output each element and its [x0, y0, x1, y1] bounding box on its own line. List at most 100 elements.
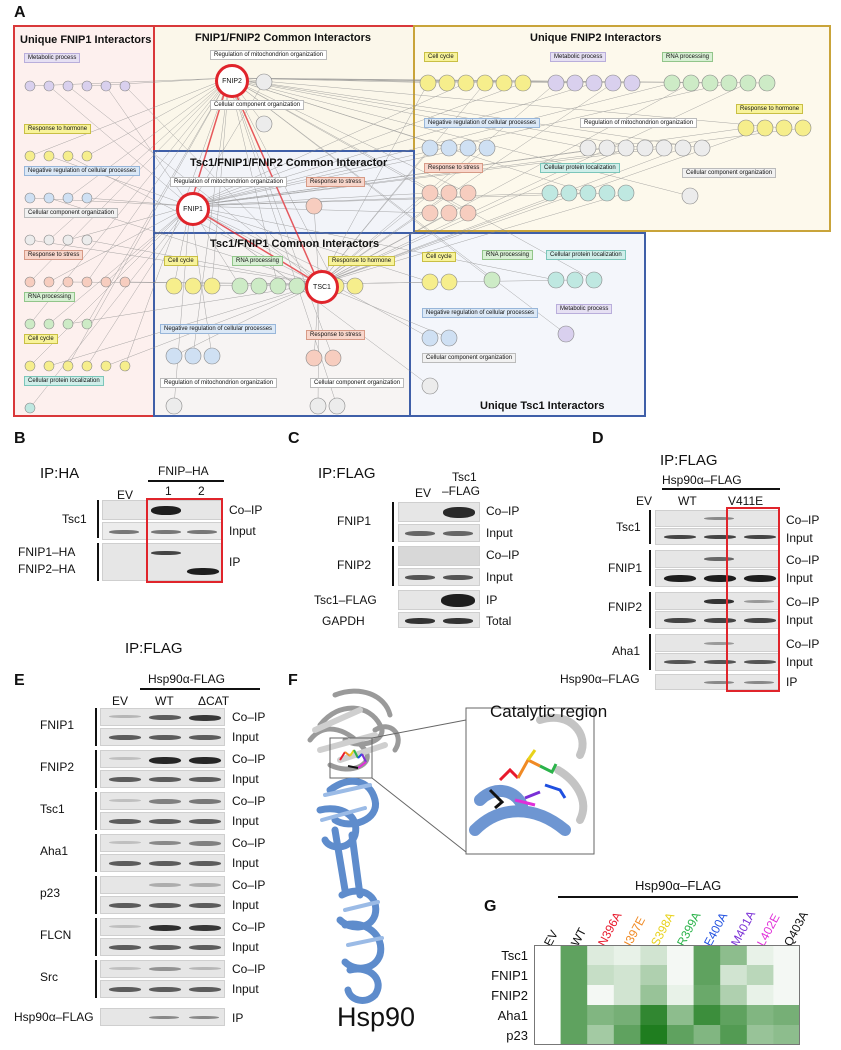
heatmap-cell [613, 945, 641, 966]
cat-compo-tf: Cellular component organization [310, 378, 405, 388]
cat-stress-tff: Response to stress [306, 177, 366, 187]
e-blot-aha1-coip [100, 834, 225, 852]
g-row-p23: p23 [506, 1028, 528, 1043]
e-label-fnip2-input: Input [232, 772, 259, 786]
cat-mito-tf: Regulation of mitochondrion organization [160, 378, 278, 388]
g-col-m401a: M401A [727, 908, 758, 949]
heatmap-border [534, 945, 800, 1045]
c-lane-tsc1flag-b: –FLAG [442, 484, 481, 498]
network-node [100, 360, 112, 372]
network-node [255, 115, 273, 133]
heatmap-cell [587, 985, 615, 1006]
network-edge [67, 205, 191, 241]
d-label-fnip2-coip: Co–IP [786, 595, 820, 609]
d-label-fnip1-coip: Co–IP [786, 553, 820, 567]
b-lane-2: 2 [198, 484, 205, 498]
network-edge [189, 205, 431, 339]
e-label-fnip1-input: Input [232, 730, 259, 744]
e-blot-flcn-input [100, 938, 225, 956]
cat-cellcycle-f2: Cell cycle [424, 52, 458, 62]
c-bracket-fnip1 [392, 502, 394, 542]
network-node [566, 74, 584, 92]
e-blot-aha1-input [100, 854, 225, 872]
e-bracket-flcn [95, 918, 97, 956]
heatmap-cell [534, 1025, 562, 1046]
network-node [43, 276, 55, 288]
network-node [541, 184, 559, 202]
cat-mito-f2: Regulation of mitochondrion organization [580, 118, 698, 128]
cat-protloc-f2: Cellular protein localization [540, 163, 620, 173]
e-lane-dcat: ΔCAT [198, 694, 230, 708]
network-node [566, 271, 584, 289]
panel-label-c: C [288, 430, 300, 447]
panel-label-d: D [592, 430, 604, 447]
cat-negreg-t: Negative regulation of cellular processe… [422, 308, 539, 318]
d-highlight-box [726, 507, 780, 692]
network-node [346, 277, 364, 295]
b-blot-tsc1-coip [102, 500, 222, 520]
d-label-aha1-coip: Co–IP [786, 637, 820, 651]
network-edge [48, 205, 191, 325]
network-edge [228, 77, 338, 407]
cat-hormone-f1: Response to hormone [24, 124, 92, 134]
network-node [43, 360, 55, 372]
g-col-q403a: Q403A [780, 909, 811, 949]
e-lane-ev: EV [112, 694, 129, 708]
d-label-fnip2-input: Input [786, 613, 813, 627]
d-blot-aha1-input [655, 653, 780, 671]
panel-label-g: G [484, 898, 497, 915]
cat-stress-f2: Response to stress [424, 163, 484, 173]
c-label-fnip2-input: Input [486, 570, 513, 584]
network-node [43, 192, 55, 204]
network-node [81, 150, 93, 162]
e-blot-fnip2-coip [100, 750, 225, 768]
network-node [165, 347, 183, 365]
network-node [184, 347, 202, 365]
d-bracket-fnip1 [649, 550, 651, 586]
c-label-fnip2-coip: Co–IP [486, 548, 520, 562]
heatmap-cell [667, 1005, 695, 1026]
heatmap-cell [640, 1025, 668, 1046]
network-node [421, 329, 439, 347]
network-node [495, 74, 513, 92]
g-group-bar [558, 896, 798, 898]
network-node [231, 277, 249, 295]
d-blot-fnip1-coip [655, 550, 780, 568]
network-node [24, 234, 36, 246]
network-edge [318, 283, 450, 339]
network-edge [29, 197, 191, 207]
e-label-ip: IP [232, 1011, 244, 1025]
c-blot-fnip2-coip [398, 546, 480, 566]
d-blot-fnip2-input [655, 611, 780, 629]
heatmap-cell [693, 1025, 721, 1046]
network-edge [318, 82, 557, 285]
network-node [119, 276, 131, 288]
b-title: IP:HA [40, 465, 80, 482]
network-node [557, 325, 575, 343]
cat-rna-t: RNA processing [482, 250, 534, 260]
e-label-flcn-coip: Co–IP [232, 920, 266, 934]
network-node [775, 119, 793, 137]
network-node [585, 271, 603, 289]
network-node [203, 277, 221, 295]
network-edge [228, 77, 567, 335]
b-lane-ev: EV [117, 488, 134, 502]
network-edge [48, 155, 191, 207]
heatmap-cell [720, 945, 748, 966]
d-row-aha1: Aha1 [612, 644, 641, 658]
b-label-input: Input [229, 524, 256, 538]
network-edge [189, 192, 608, 207]
network-node [547, 74, 565, 92]
heatmap-cell [560, 965, 588, 986]
network-edge [189, 147, 665, 207]
e-group-label: Hsp90α-FLAG [148, 672, 225, 686]
network-node [737, 119, 755, 137]
d-lane-ev: EV [636, 494, 653, 508]
network-edge [124, 77, 230, 367]
c-label-fnip1-input: Input [486, 526, 513, 540]
e-label-fnip2-coip: Co–IP [232, 752, 266, 766]
network-edge [318, 212, 450, 285]
network-node [617, 184, 635, 202]
network-node [24, 80, 36, 92]
hsp90-structure-svg [307, 688, 595, 1004]
